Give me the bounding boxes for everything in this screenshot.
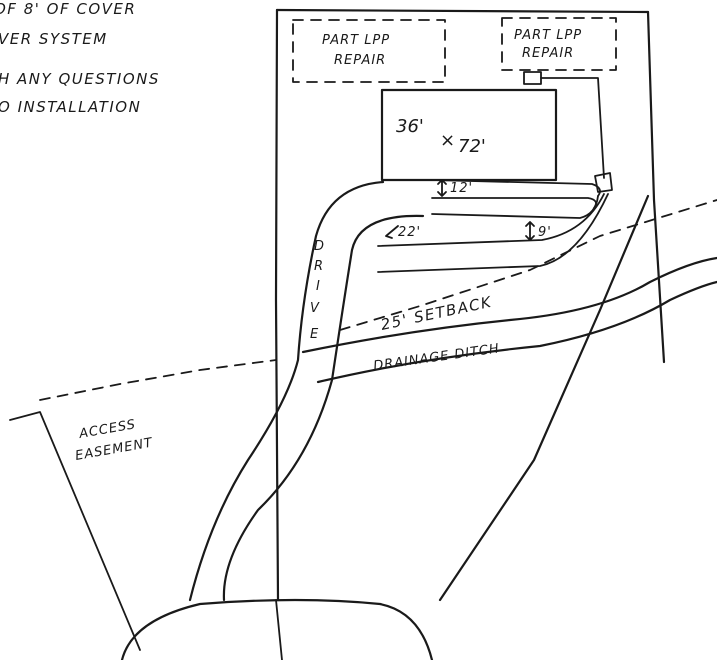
house-length: 72' <box>458 136 486 157</box>
repair-area-right-label-1: PART LPP <box>514 28 582 43</box>
note-line-4: O INSTALLATION <box>0 98 141 116</box>
drain-line-4 <box>377 193 605 247</box>
drive-letter-5: E <box>310 327 319 342</box>
distribution-box <box>523 71 542 85</box>
note-line-1: OF 8' OF COVER <box>0 0 136 18</box>
drainage-ditch-edge-lower <box>316 280 717 384</box>
drive-letter-1: D <box>314 239 325 254</box>
note-line-2: VER SYSTEM <box>0 30 108 48</box>
property-line-right <box>646 10 666 364</box>
dimension-arrow-12 <box>437 179 447 197</box>
ditch-label: DRAINAGE DITCH <box>372 341 500 374</box>
feed-line <box>540 77 605 179</box>
property-line-top <box>275 8 650 14</box>
house <box>380 88 558 182</box>
easement-line <box>39 359 277 401</box>
drainage-ditch-edge-upper <box>301 256 717 354</box>
repair-area-left <box>292 19 446 83</box>
dimension-9: 9' <box>538 225 552 240</box>
road-edge <box>120 598 434 660</box>
drain-line-1 <box>431 179 601 197</box>
drive-letter-3: I <box>316 279 321 294</box>
setback-line <box>339 199 717 331</box>
dimension-22: 22' <box>398 225 421 240</box>
dimension-separator: × <box>440 130 455 151</box>
drain-line-3 <box>431 195 599 219</box>
property-line-diagonal <box>438 194 650 602</box>
driveway-edge-right <box>188 180 385 602</box>
dimension-arrow-9 <box>525 221 535 241</box>
drive-letter-2: R <box>314 259 324 274</box>
repair-area-left-label-1: PART LPP <box>322 33 390 48</box>
house-width: 36' <box>396 116 424 137</box>
dimension-arrow-22 <box>385 225 399 239</box>
drain-line-2 <box>431 197 597 209</box>
easement-label-1: ACCESS <box>77 417 137 442</box>
repair-area-right <box>501 17 617 71</box>
repair-area-left-label-2: REPAIR <box>334 53 386 68</box>
dimension-12: 12' <box>450 181 473 196</box>
property-line-left <box>274 8 280 602</box>
note-line-3: H ANY QUESTIONS <box>0 70 160 88</box>
road-divider <box>275 599 283 660</box>
drain-line-5 <box>377 193 609 273</box>
easement-boundary <box>9 411 141 651</box>
repair-area-right-label-2: REPAIR <box>522 46 574 61</box>
driveway-edge-left <box>222 214 425 602</box>
drive-letter-4: V <box>310 301 320 316</box>
